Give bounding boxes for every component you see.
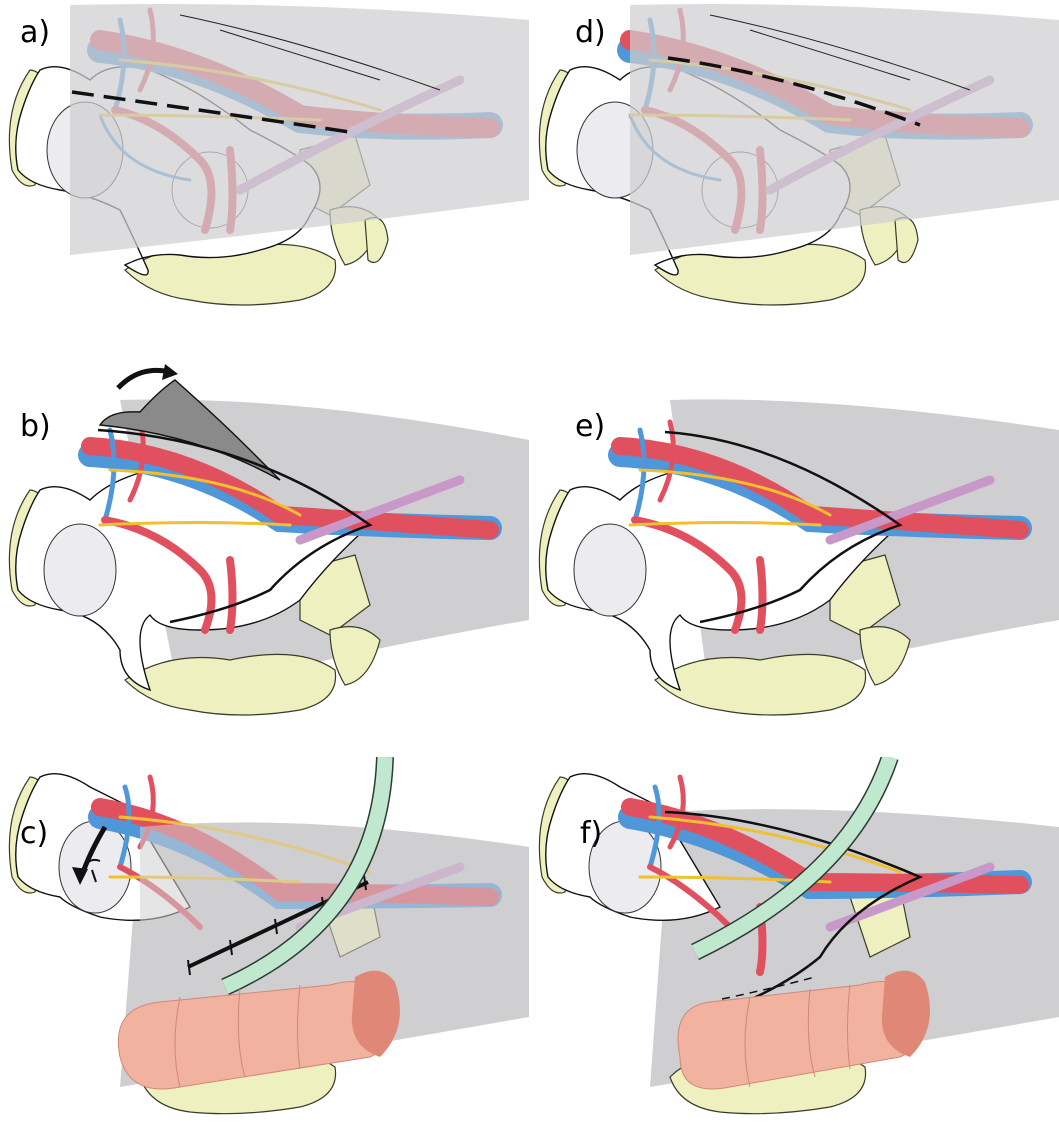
anatomy-illustration-e bbox=[530, 360, 1059, 738]
panel-label: d) bbox=[575, 18, 606, 48]
panel-label: b) bbox=[20, 412, 51, 442]
panel-e: e) bbox=[530, 360, 1059, 738]
panel-label: e) bbox=[575, 412, 605, 442]
arrow-head bbox=[162, 364, 178, 380]
anatomy-illustration-f bbox=[530, 757, 1059, 1135]
anatomy-illustration-d bbox=[530, 0, 1059, 378]
mesorectal-shade bbox=[70, 4, 529, 255]
anatomy-illustration-c bbox=[0, 757, 529, 1135]
panel-label: a) bbox=[20, 18, 50, 48]
bladder-ellipse bbox=[574, 524, 646, 616]
panel-f: f) bbox=[530, 757, 1059, 1135]
bladder-ellipse bbox=[44, 524, 116, 616]
anatomy-illustration-b bbox=[0, 360, 529, 738]
panel-label: f) bbox=[580, 819, 602, 849]
panel-d: d) bbox=[530, 0, 1059, 378]
panel-c: c) bbox=[0, 757, 529, 1135]
panel-label: c) bbox=[20, 819, 48, 849]
panel-a: a) bbox=[0, 0, 529, 378]
panel-b: b) bbox=[0, 360, 529, 738]
anatomy-illustration-a bbox=[0, 0, 529, 378]
mesorectal-shade bbox=[630, 4, 1059, 255]
